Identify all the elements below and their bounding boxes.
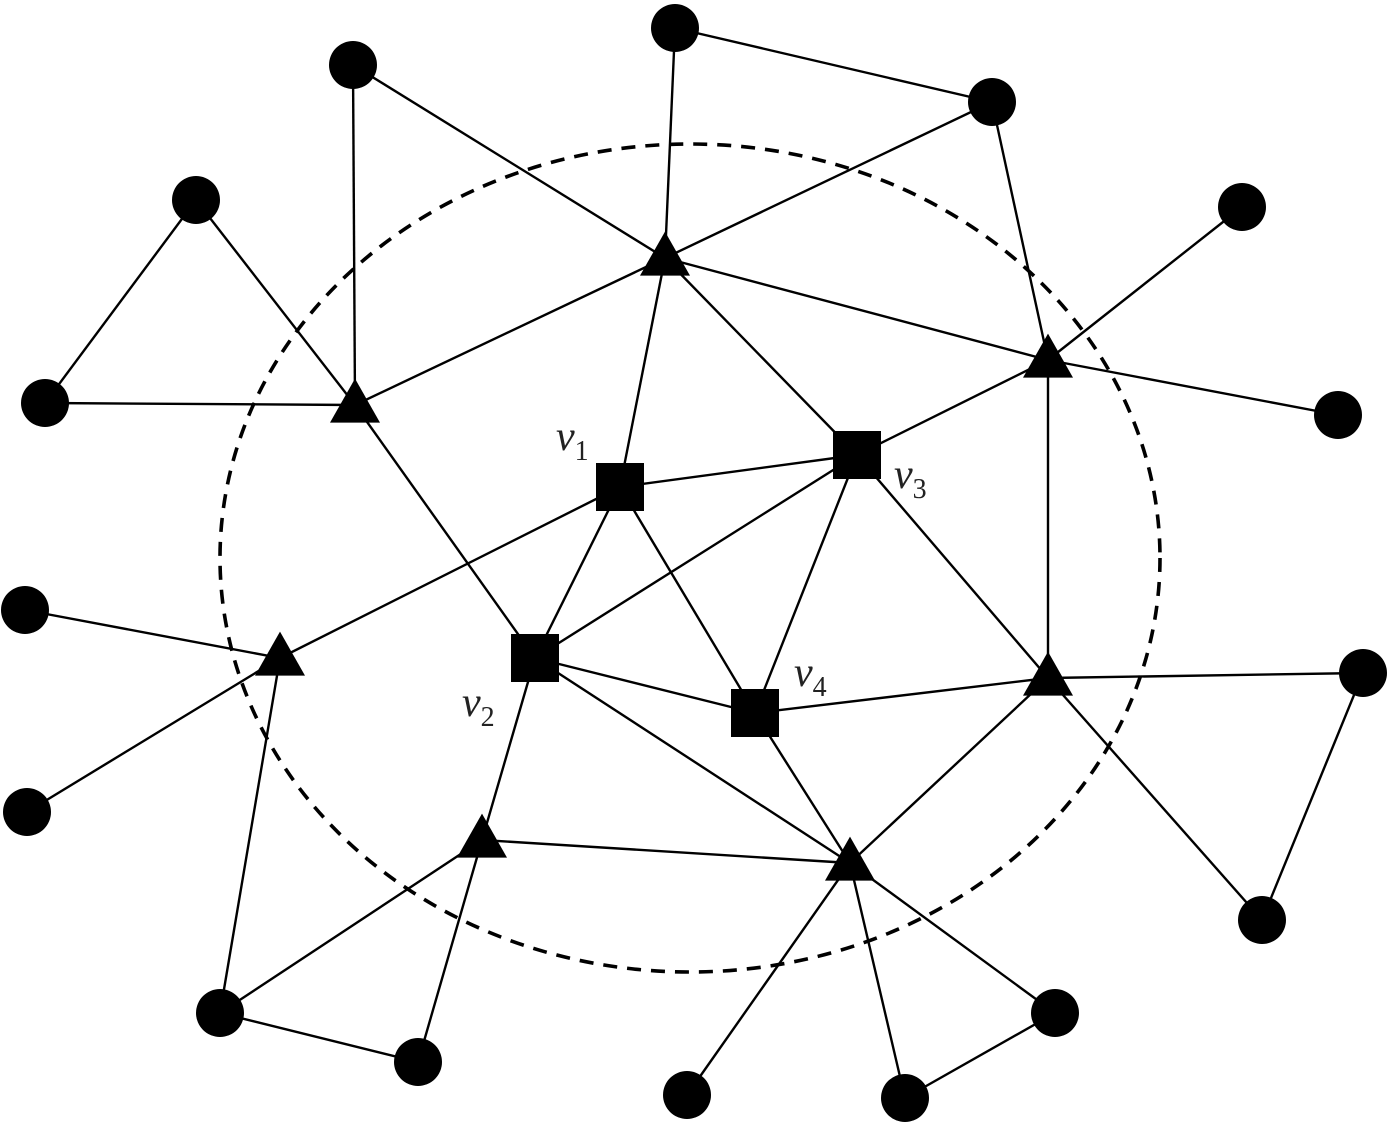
edge-c2-t1 <box>352 63 666 260</box>
edge-t7-c16 <box>848 862 907 1099</box>
edge-v4-t5 <box>754 676 1049 715</box>
node-circle-c7 <box>1314 391 1362 439</box>
label-v1: v1 <box>556 414 589 467</box>
neighborhood-boundary <box>218 142 1162 974</box>
edge-v3-t5 <box>856 454 1049 679</box>
node-circle-c3 <box>968 78 1016 126</box>
node-triangle-t7 <box>825 836 875 881</box>
edge-c4-t2 <box>195 199 356 406</box>
edge-v1-t4 <box>279 485 621 660</box>
node-circle-c2 <box>329 41 377 89</box>
node-triangle-t6 <box>457 813 507 858</box>
edge-v4-t7 <box>753 712 852 864</box>
label-v2: v2 <box>462 680 495 733</box>
node-circle-c8 <box>1 586 49 634</box>
node-circle-c11 <box>1238 896 1286 944</box>
node-square-v2 <box>511 634 559 682</box>
edge-c3-t1 <box>664 100 993 260</box>
nodes <box>1 4 1387 1122</box>
edge-v2-v4 <box>534 656 756 715</box>
node-circle-c1 <box>651 4 699 52</box>
edge-t5-c11 <box>1047 677 1263 921</box>
edge-t3-c7 <box>1047 358 1339 417</box>
edge-t4-c12 <box>218 657 282 1014</box>
edge-t6-c14 <box>416 839 484 1063</box>
node-square-v3 <box>833 431 881 479</box>
edge-t5-t7 <box>849 677 1049 864</box>
edge-t1-v1 <box>618 257 667 488</box>
edge-v3-v2 <box>534 453 858 660</box>
edge-t6-t7 <box>481 838 851 865</box>
edge-c6-t2 <box>44 401 356 407</box>
edge-c3-t3 <box>990 101 1050 361</box>
edge-c1-c3 <box>674 26 993 104</box>
edge-c2-t2 <box>351 64 357 406</box>
edge-t2-v2 <box>354 404 536 659</box>
node-circle-c16 <box>881 1074 929 1122</box>
node-circle-c15 <box>663 1071 711 1119</box>
edge-t5-c9 <box>1047 671 1364 680</box>
node-circle-c4 <box>172 176 220 224</box>
edge-v1-v2 <box>533 486 622 659</box>
edge-t1-v3 <box>664 257 858 456</box>
node-circle-c10 <box>3 788 51 836</box>
node-circle-c12 <box>196 989 244 1037</box>
edge-t6-c12 <box>219 838 483 1015</box>
edge-v3-v4 <box>753 454 859 714</box>
node-circle-c14 <box>394 1038 442 1086</box>
node-circle-c6 <box>21 379 69 427</box>
edge-t4-c10 <box>26 656 281 814</box>
edge-c13-c16 <box>904 1011 1056 1100</box>
edge-t7-c15 <box>686 862 851 1096</box>
edge-t7-c13 <box>849 862 1056 1014</box>
node-triangle-t4 <box>255 631 305 676</box>
node-circle-c9 <box>1339 649 1387 697</box>
edge-t1-t2 <box>354 256 666 407</box>
label-v3: v3 <box>894 452 927 505</box>
edge-c4-c6 <box>44 199 197 404</box>
edge-v2-t7 <box>534 656 851 865</box>
node-triangle-t3 <box>1023 333 1073 378</box>
edge-v2-t6 <box>480 657 537 841</box>
edge-t3-c5 <box>1047 206 1243 361</box>
label-v4: v4 <box>794 650 827 703</box>
edge-t3-v3 <box>856 358 1049 457</box>
edge-v1-v3 <box>619 453 858 489</box>
node-triangle-t1 <box>640 231 690 276</box>
node-labels: v1 v2 v3 v4 <box>462 414 927 733</box>
edge-t4-c8 <box>24 608 281 660</box>
node-square-v1 <box>596 463 644 511</box>
edge-c9-c11 <box>1260 672 1365 921</box>
edge-c1-t1 <box>663 27 677 259</box>
node-circle-c5 <box>1218 183 1266 231</box>
node-square-v4 <box>731 689 779 737</box>
edge-v1-v4 <box>618 486 757 714</box>
edge-t1-t3 <box>664 256 1049 362</box>
edges <box>24 26 1365 1100</box>
node-triangle-t2 <box>330 378 380 423</box>
node-triangle-t5 <box>1023 651 1073 696</box>
edge-c12-c14 <box>219 1011 419 1064</box>
node-circle-c13 <box>1031 989 1079 1037</box>
